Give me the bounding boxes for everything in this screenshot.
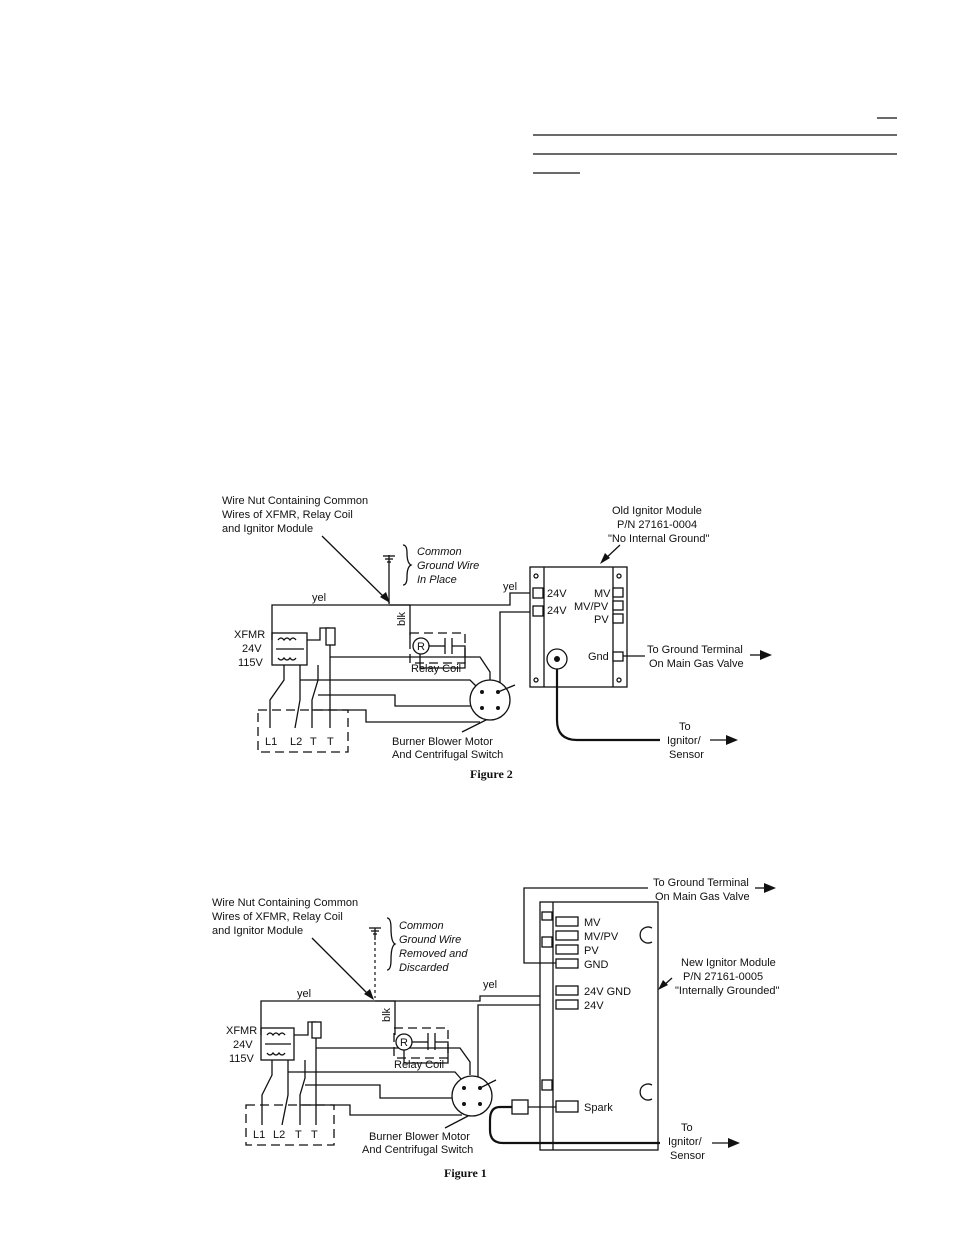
svg-text:24V: 24V (547, 588, 567, 600)
svg-text:T: T (310, 736, 317, 748)
svg-text:24V GND: 24V GND (584, 986, 631, 998)
relay-coil: R Relay Coil (409, 632, 466, 675)
svg-text:Ignitor/: Ignitor/ (667, 735, 702, 747)
svg-text:yel: yel (483, 979, 497, 991)
svg-text:And Centrifugal Switch: And Centrifugal Switch (392, 749, 503, 761)
svg-text:T: T (311, 1129, 318, 1141)
wire-nut-callout: Wire Nut Containing Common Wires of XFMR… (212, 897, 374, 1000)
svg-text:XFMR: XFMR (226, 1025, 257, 1037)
svg-text:Discarded: Discarded (399, 962, 449, 974)
svg-text:P/N 27161-0005: P/N 27161-0005 (683, 971, 763, 983)
svg-text:24V: 24V (233, 1039, 253, 1051)
svg-text:GND: GND (584, 959, 609, 971)
ground-terminal-lead: To Ground Terminal On Main Gas Valve (523, 877, 776, 964)
svg-text:Burner Blower Motor: Burner Blower Motor (392, 736, 493, 748)
svg-text:Old Ignitor Module: Old Ignitor Module (612, 505, 702, 517)
svg-text:T: T (295, 1129, 302, 1141)
svg-text:24V: 24V (242, 643, 262, 655)
svg-text:Removed and: Removed and (399, 948, 468, 960)
wiring-figure-1: yel yel blk (260, 979, 540, 1126)
svg-text:MV: MV (584, 917, 601, 929)
relay-coil: R Relay Coil (393, 1027, 449, 1071)
old-ignitor-module: 24V 24V MV MV/PV PV Gnd Old Ignitor Modu… (529, 505, 709, 688)
svg-text:Ignitor/: Ignitor/ (668, 1136, 703, 1148)
svg-text:In Place: In Place (417, 574, 457, 586)
svg-text:and Ignitor Module: and Ignitor Module (212, 925, 303, 937)
svg-text:115V: 115V (238, 657, 264, 669)
svg-text:P/N 27161-0004: P/N 27161-0004 (617, 519, 697, 531)
svg-text:T: T (327, 736, 334, 748)
svg-text:24V: 24V (584, 1000, 604, 1012)
svg-text:Relay Coil: Relay Coil (411, 663, 461, 675)
svg-text:"No Internal Ground": "No Internal Ground" (608, 533, 709, 545)
svg-text:and Ignitor Module: and Ignitor Module (222, 523, 313, 535)
svg-text:PV: PV (594, 614, 609, 626)
svg-text:To Ground Terminal: To Ground Terminal (647, 644, 743, 656)
svg-text:blk: blk (381, 1007, 393, 1022)
svg-text:115V: 115V (229, 1053, 255, 1065)
new-ignitor-module: MV MV/PV PV GND 24V GND 24V Spark New Ig… (539, 901, 780, 1151)
ground-terminal-lead: To Ground Terminal On Main Gas Valve (623, 644, 772, 670)
svg-text:Wires of XFMR, Relay Coil: Wires of XFMR, Relay Coil (222, 509, 353, 521)
xfmr: XFMR 24V 115V (234, 629, 308, 669)
svg-text:L2: L2 (290, 736, 302, 748)
svg-text:To: To (681, 1122, 693, 1134)
common-ground-wire-removed: Common Ground Wire Removed and Discarded (369, 917, 468, 998)
svg-text:Burner Blower Motor: Burner Blower Motor (369, 1131, 470, 1143)
figure-2: Wire Nut Containing Common Wires of XFMR… (222, 495, 772, 781)
svg-text:L1: L1 (253, 1129, 265, 1141)
svg-text:24V: 24V (547, 605, 567, 617)
svg-text:To: To (679, 721, 691, 733)
svg-text:Wire Nut Containing Common: Wire Nut Containing Common (222, 495, 368, 507)
svg-text:yel: yel (503, 581, 517, 593)
svg-text:Gnd: Gnd (588, 651, 609, 663)
svg-text:"Internally Grounded": "Internally Grounded" (675, 985, 780, 997)
wire-nut-callout: Wire Nut Containing Common Wires of XFMR… (222, 495, 390, 603)
terminal-strip: L1 L2 T T (245, 1104, 335, 1146)
burner-blower-motor: Burner Blower Motor And Centrifugal Swit… (392, 679, 516, 761)
svg-text:XFMR: XFMR (234, 629, 265, 641)
figure-1-caption: Figure 1 (444, 1166, 487, 1180)
figure-1: Wire Nut Containing Common Wires of XFMR… (212, 877, 780, 1180)
ignitor-lead: To Ignitor/ Sensor (488, 1099, 740, 1162)
svg-text:New Ignitor Module: New Ignitor Module (681, 957, 776, 969)
svg-text:L1: L1 (265, 736, 277, 748)
svg-text:Relay Coil: Relay Coil (394, 1059, 444, 1071)
svg-text:MV: MV (594, 588, 611, 600)
svg-text:yel: yel (312, 592, 326, 604)
svg-text:Sensor: Sensor (669, 749, 704, 761)
ignitor-lead: To Ignitor/ Sensor (555, 669, 738, 761)
svg-text:PV: PV (584, 945, 599, 957)
svg-text:To Ground Terminal: To Ground Terminal (653, 877, 749, 889)
terminal-strip: L1 L2 T T (257, 709, 349, 753)
svg-text:MV/PV: MV/PV (574, 601, 609, 613)
svg-text:yel: yel (297, 988, 311, 1000)
burner-blower-motor: Burner Blower Motor And Centrifugal Swit… (362, 1075, 497, 1156)
svg-text:Wire Nut Containing Common: Wire Nut Containing Common (212, 897, 358, 909)
page-header-rules (533, 117, 897, 174)
svg-text:Ground Wire: Ground Wire (417, 560, 479, 572)
xfmr: XFMR 24V 115V (226, 1025, 295, 1065)
svg-text:MV/PV: MV/PV (584, 931, 619, 943)
figure-2-caption: Figure 2 (470, 767, 513, 781)
svg-text:R: R (400, 1037, 408, 1049)
svg-text:On Main Gas Valve: On Main Gas Valve (655, 891, 750, 903)
svg-text:R: R (417, 641, 425, 653)
common-ground-wire: Common Ground Wire In Place (383, 544, 479, 604)
svg-text:Common: Common (417, 546, 462, 558)
svg-text:Spark: Spark (584, 1102, 613, 1114)
svg-text:Sensor: Sensor (670, 1150, 705, 1162)
svg-text:Wires of XFMR, Relay Coil: Wires of XFMR, Relay Coil (212, 911, 343, 923)
svg-text:L2: L2 (273, 1129, 285, 1141)
svg-text:And Centrifugal Switch: And Centrifugal Switch (362, 1144, 473, 1156)
svg-text:blk: blk (396, 611, 408, 626)
svg-text:On Main Gas Valve: On Main Gas Valve (649, 658, 744, 670)
svg-text:Common: Common (399, 920, 444, 932)
svg-text:Ground Wire: Ground Wire (399, 934, 461, 946)
